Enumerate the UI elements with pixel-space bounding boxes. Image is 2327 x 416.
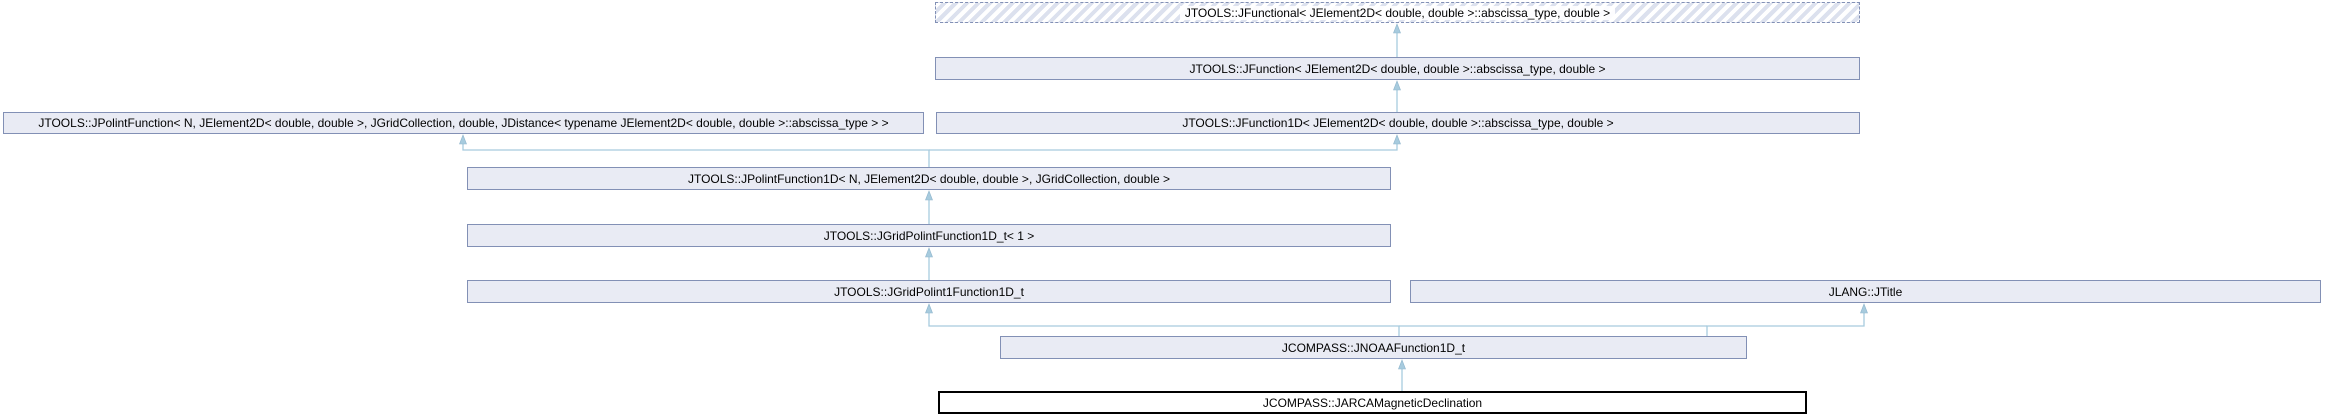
edge-jpolintfunction1d-to-jpolintfunction: [459, 134, 930, 167]
edge-jgridpolint1function1dt-to-jgridpolintfunction1dt: [925, 247, 933, 280]
class-node-jgridpolint1function1d-t[interactable]: JTOOLS::JGridPolint1Function1D_t: [467, 280, 1391, 303]
edge-jarcamagneticdeclination-to-jnoaafunction1dt: [1398, 359, 1406, 391]
class-node-jgridpolintfunction1d-t[interactable]: JTOOLS::JGridPolintFunction1D_t< 1 >: [467, 224, 1391, 247]
edge-jfunction1d-to-jfunction: [1393, 80, 1401, 112]
class-node-jfunctional: JTOOLS::JFunctional< JElement2D< double,…: [935, 2, 1860, 23]
class-node-jtitle[interactable]: JLANG::JTitle: [1410, 280, 2321, 303]
class-node-jfunction[interactable]: JTOOLS::JFunction< JElement2D< double, d…: [935, 57, 1860, 80]
class-node-label: JTOOLS::JPolintFunction< N, JElement2D< …: [38, 116, 889, 130]
class-node-label: JLANG::JTitle: [1828, 284, 1903, 299]
edge-jnoaafunction1dt-to-jgridpolint1function1dt: [925, 303, 1400, 336]
class-node-label: JTOOLS::JFunctional< JElement2D< double,…: [1179, 5, 1616, 20]
class-node-label: JTOOLS::JFunction< JElement2D< double, d…: [1189, 61, 1606, 76]
edge-jnoaafunction1dt-to-jtitle: [1399, 303, 1868, 336]
class-node-jfunction1d[interactable]: JTOOLS::JFunction1D< JElement2D< double,…: [936, 112, 1860, 134]
edge-jfunction-to-jfunctional: [1393, 23, 1401, 57]
class-node-label: JTOOLS::JPolintFunction1D< N, JElement2D…: [687, 171, 1171, 186]
class-node-label: JTOOLS::JGridPolint1Function1D_t: [834, 284, 1024, 299]
class-node-label: JCOMPASS::JNOAAFunction1D_t: [1281, 340, 1466, 355]
class-node-label: JCOMPASS::JARCAMagneticDeclination: [1262, 395, 1483, 410]
edge-jgridpolintfunction1dt-to-jpolintfunction1d: [925, 190, 933, 224]
class-node-jpolintfunction1d[interactable]: JTOOLS::JPolintFunction1D< N, JElement2D…: [467, 167, 1391, 190]
edge-jpolintfunction1d-to-jfunction1d: [929, 134, 1401, 151]
class-node-label: JTOOLS::JFunction1D< JElement2D< double,…: [1182, 116, 1614, 130]
class-node-label: JTOOLS::JGridPolintFunction1D_t< 1 >: [823, 228, 1035, 243]
class-node-jarcamagneticdeclination: JCOMPASS::JARCAMagneticDeclination: [938, 391, 1807, 414]
class-node-jnoaafunction1d-t[interactable]: JCOMPASS::JNOAAFunction1D_t: [1000, 336, 1747, 359]
class-node-jpolintfunction[interactable]: JTOOLS::JPolintFunction< N, JElement2D< …: [3, 112, 924, 134]
